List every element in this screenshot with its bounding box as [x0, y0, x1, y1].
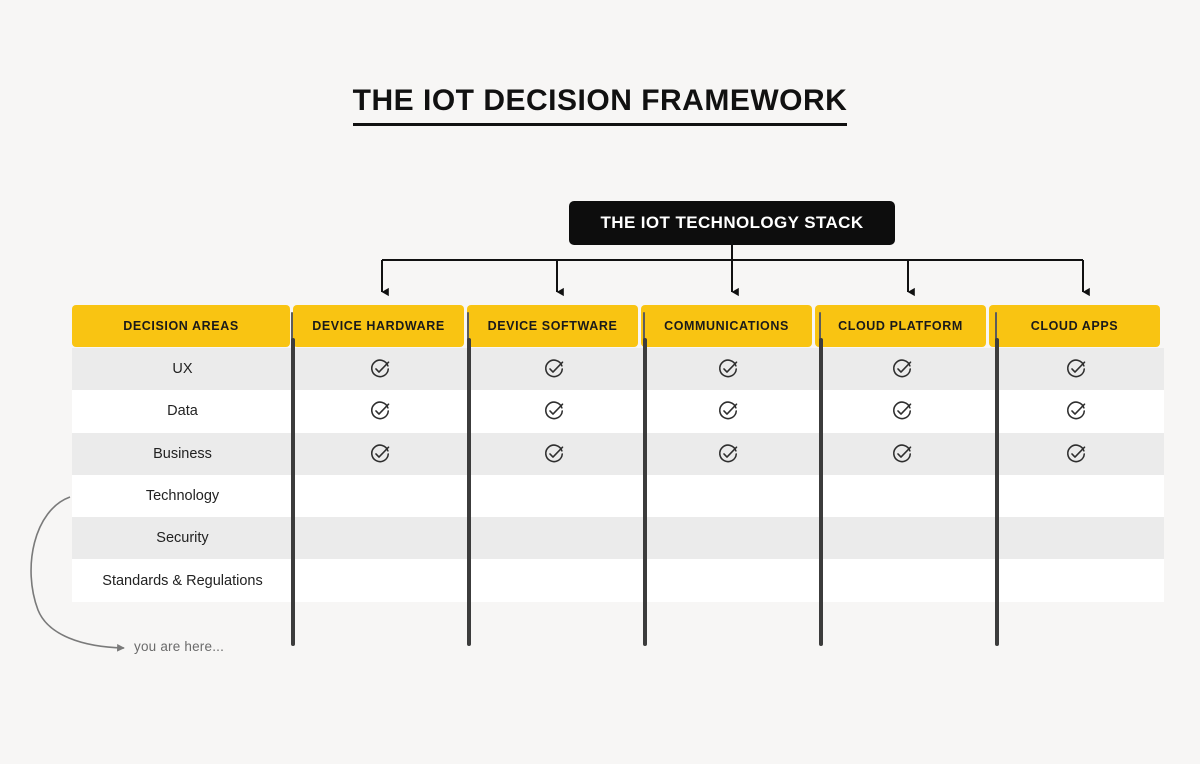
table-row: Technology	[72, 474, 1164, 518]
cell-empty	[467, 475, 641, 517]
cell-empty	[989, 475, 1163, 517]
cell-empty	[989, 559, 1163, 601]
table-header-row: DECISION AREAS DEVICE HARDWARE DEVICE SO…	[72, 305, 1164, 347]
row-label: Standards & Regulations	[102, 572, 263, 589]
column-header-device-software[interactable]: DEVICE SOFTWARE	[467, 305, 638, 347]
cell-empty	[815, 475, 989, 517]
cell-checked	[293, 390, 467, 432]
table-row: UX	[72, 348, 1164, 391]
check-circle-icon	[891, 400, 913, 422]
column-separator	[467, 338, 471, 646]
cell-checked	[467, 348, 641, 390]
check-circle-icon	[1065, 443, 1087, 465]
check-circle-icon	[717, 400, 739, 422]
cell-checked	[467, 390, 641, 432]
check-circle-icon	[543, 443, 565, 465]
cell-checked	[815, 390, 989, 432]
row-label-cell: Business	[72, 433, 293, 475]
check-circle-icon	[717, 358, 739, 380]
column-header-cloud-apps[interactable]: CLOUD APPS	[989, 305, 1160, 347]
check-circle-icon	[369, 443, 391, 465]
stack-badge-label: THE IOT TECHNOLOGY STACK	[600, 213, 864, 232]
table-row: Security	[72, 517, 1164, 560]
cell-empty	[467, 517, 641, 559]
row-label: Security	[156, 530, 209, 547]
cell-checked	[989, 433, 1163, 475]
column-header-label: CLOUD PLATFORM	[838, 319, 963, 333]
check-circle-icon	[369, 400, 391, 422]
connector-arrows	[381, 240, 1090, 297]
check-circle-icon	[1065, 400, 1087, 422]
cell-checked	[989, 348, 1163, 390]
cell-checked	[641, 433, 815, 475]
cell-empty	[641, 475, 815, 517]
row-label-cell: UX	[72, 348, 293, 390]
row-label-cell: Standards & Regulations	[72, 559, 293, 601]
cell-checked	[641, 390, 815, 432]
cell-checked	[815, 348, 989, 390]
check-circle-icon	[891, 443, 913, 465]
column-separator-tick	[819, 312, 821, 342]
cell-checked	[989, 390, 1163, 432]
column-header-decision-areas[interactable]: DECISION AREAS	[72, 305, 290, 347]
column-header-label: CLOUD APPS	[1030, 319, 1119, 333]
cell-empty	[467, 559, 641, 601]
framework-table: DECISION AREAS DEVICE HARDWARE DEVICE SO…	[72, 305, 1164, 646]
column-header-label: DEVICE SOFTWARE	[487, 319, 618, 333]
column-header-cloud-platform[interactable]: CLOUD PLATFORM	[815, 305, 986, 347]
column-separator	[643, 338, 647, 646]
cell-checked	[641, 348, 815, 390]
check-circle-icon	[369, 358, 391, 380]
you-are-here-arrow	[30, 496, 125, 652]
column-separator	[291, 338, 295, 646]
column-separator-tick	[291, 312, 293, 342]
column-header-communications[interactable]: COMMUNICATIONS	[641, 305, 812, 347]
table-row: Data	[72, 390, 1164, 433]
row-label-cell: Data	[72, 390, 293, 432]
check-circle-icon	[543, 400, 565, 422]
cell-checked	[293, 348, 467, 390]
row-label-cell: Security	[72, 517, 293, 559]
check-circle-icon	[543, 358, 565, 380]
column-header-label: DECISION AREAS	[123, 319, 239, 333]
stack-badge: THE IOT TECHNOLOGY STACK	[569, 201, 895, 245]
page-title-container: THE IOT DECISION FRAMEWORK	[0, 84, 1200, 126]
column-header-device-hardware[interactable]: DEVICE HARDWARE	[293, 305, 464, 347]
check-circle-icon	[891, 358, 913, 380]
column-separator	[819, 338, 823, 646]
table-row: Business	[72, 432, 1164, 475]
cell-empty	[815, 517, 989, 559]
check-circle-icon	[717, 443, 739, 465]
cell-empty	[641, 517, 815, 559]
cell-checked	[467, 433, 641, 475]
cell-empty	[641, 559, 815, 601]
row-label-cell: Technology	[72, 475, 293, 517]
row-label: Business	[153, 445, 212, 462]
column-separator-tick	[643, 312, 645, 342]
check-circle-icon	[1065, 358, 1087, 380]
you-are-here-label: you are here...	[134, 639, 225, 654]
cell-empty	[989, 517, 1163, 559]
column-separator-tick	[995, 312, 997, 342]
column-separator-tick	[467, 312, 469, 342]
column-separator	[995, 338, 999, 646]
cell-empty	[815, 559, 989, 601]
cell-checked	[293, 433, 467, 475]
row-label: Technology	[145, 488, 220, 505]
table-row: Standards & Regulations	[72, 559, 1164, 602]
column-header-label: COMMUNICATIONS	[664, 319, 789, 333]
page-title: THE IOT DECISION FRAMEWORK	[352, 84, 848, 126]
column-header-label: DEVICE HARDWARE	[312, 319, 445, 333]
row-label: UX	[172, 361, 193, 378]
row-label: Data	[167, 403, 198, 420]
cell-checked	[815, 433, 989, 475]
